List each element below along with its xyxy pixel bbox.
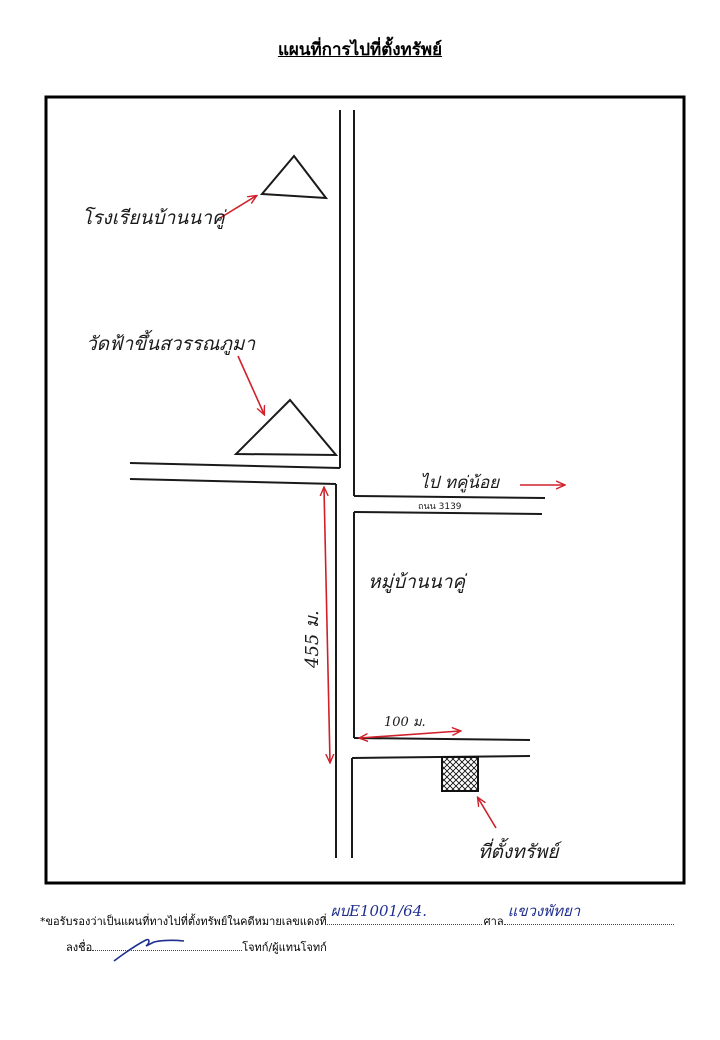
school-triangle-icon (259, 154, 329, 200)
village-label: หมู่บ้านนาคู่ (368, 571, 468, 593)
court-name-value: แขวงพัทยา (507, 902, 581, 920)
property-label: ที่ตั้งทรัพย์ (478, 837, 563, 863)
court-label: ศาล (483, 915, 504, 928)
distance-455-label: 455 ม. (302, 610, 323, 669)
property-pointer-arrow (478, 798, 497, 829)
sign-label: ลงชื่อ (66, 941, 93, 954)
signature-field (92, 938, 243, 951)
signature-line: ลงชื่อ โจทก์/ผู้แทนโจทก์ (66, 938, 327, 956)
distance-100-label: 100 ม. (384, 715, 426, 730)
distance-455-arrow (324, 488, 330, 762)
case-number-value: ผบE1001/64. (330, 902, 427, 920)
temple-label: วัดฟ้าขึ้นสวรรณภูมา (86, 329, 256, 355)
certification-line: *ขอรับรองว่าเป็นแผนที่ทางไปที่ตั้งทรัพย์… (40, 902, 674, 930)
court-field: แขวงพัทยา (503, 902, 674, 925)
school-label: โรงเรียนบ้านนาคู่ (82, 206, 228, 229)
sign-suffix: โจทก์/ผู้แทนโจทก์ (242, 941, 327, 954)
destination-label: ไป ทคู่น้อย (420, 472, 500, 493)
left-side-road (129, 462, 341, 485)
property-parcel-icon (441, 756, 479, 792)
page-title: แผนที่การไปที่ตั้งทรัพย์ (277, 40, 443, 60)
school-pointer-arrow (219, 196, 256, 219)
temple-triangle-icon (233, 398, 339, 457)
distance-100-arrow (360, 731, 460, 738)
signature-mark (113, 938, 185, 962)
case-number-field: ผบE1001/64. (326, 902, 482, 925)
road-3139 (353, 495, 546, 515)
main-road (335, 110, 355, 858)
certify-prefix: *ขอรับรองว่าเป็นแผนที่ทางไปที่ตั้งทรัพย์… (40, 915, 327, 928)
temple-pointer-arrow (237, 355, 264, 414)
map-frame (44, 95, 686, 885)
property-side-road (351, 737, 531, 759)
road-name-label: ถนน 3139 (418, 502, 462, 512)
